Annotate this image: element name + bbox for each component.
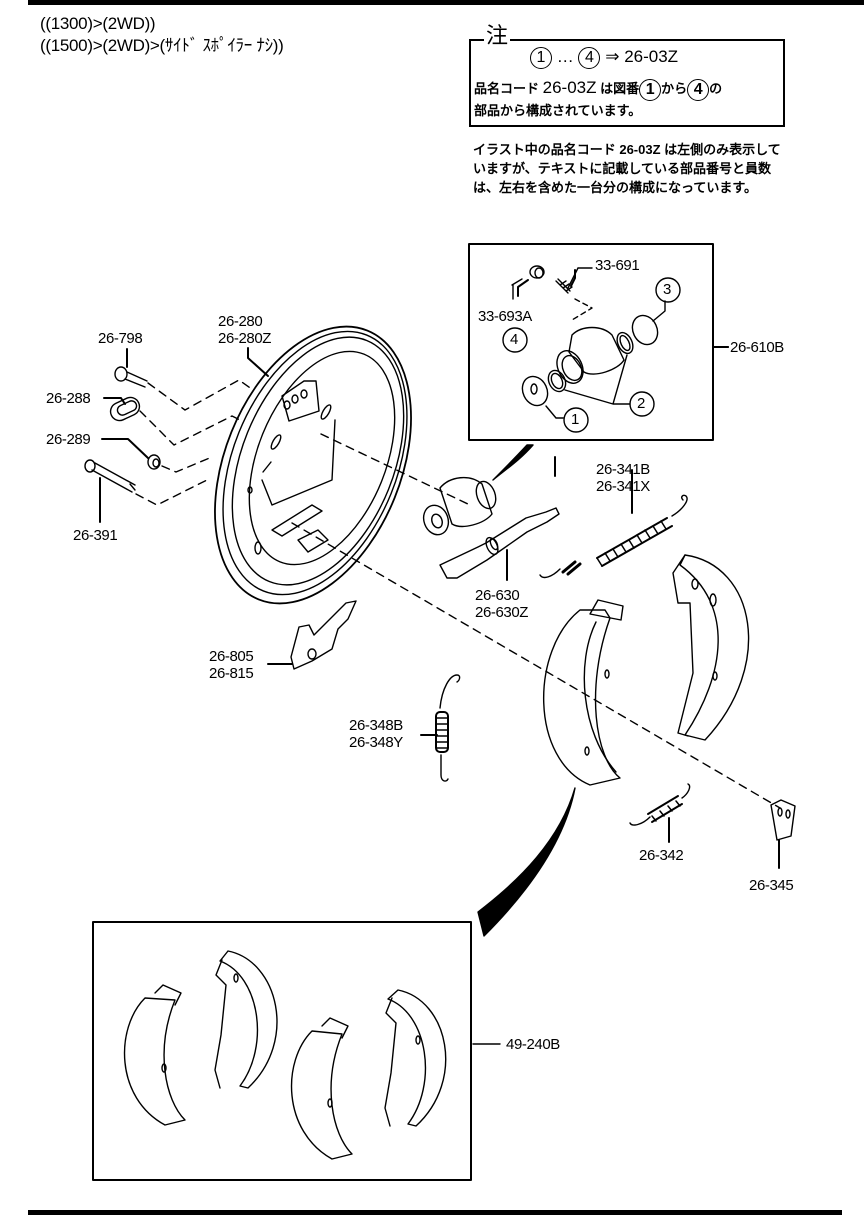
bottom-rule	[28, 1210, 842, 1215]
nut-26-289-icon	[147, 454, 161, 470]
callout-26-289: 26-289	[46, 431, 91, 448]
callout-26-610b: 26-610B	[730, 339, 784, 356]
ref-circle-2-shape	[629, 391, 655, 417]
ref-number-1: 1	[571, 411, 579, 428]
assembly-lines	[135, 379, 781, 809]
ref-circle-3-shape	[655, 277, 681, 303]
brake-shoe-kit-box	[92, 921, 472, 1181]
callout-26-280: 26-280	[218, 313, 263, 330]
brake-shoe-kit-icon	[123, 950, 447, 1160]
bolt-26-798-icon	[114, 366, 148, 388]
ref-number-2: 2	[637, 395, 645, 412]
title-line-1500: ((1500)>(2WD)>(ｻｲﾄﾞ ｽﾎﾟｲﾗｰ ﾅｼ))	[40, 36, 284, 55]
callout-26-288: 26-288	[46, 390, 91, 407]
ref-circle-4: 4	[578, 46, 601, 69]
note-footnote: イラスト中の品名コード 26-03Z は左側のみ表示していますが、テキストに記載…	[473, 142, 781, 195]
callout-26-280z: 26-280Z	[218, 330, 272, 347]
spring-26-348-icon	[435, 674, 461, 782]
callout-26-341b: 26-341B	[596, 461, 650, 478]
note-kit-formula: 1 … 4 ⇒ 26-03Z	[530, 44, 678, 70]
wheel-cylinder-inset	[468, 243, 714, 441]
note-tag: 注	[484, 24, 511, 50]
adjuster-26-630-icon	[439, 507, 560, 579]
callout-26-341x: 26-341X	[596, 478, 650, 495]
kit-code: 26-03Z	[624, 47, 679, 66]
arrow-icon: ⇒	[605, 47, 620, 66]
callout-26-348b: 26-348B	[349, 717, 403, 734]
ref-circle-1-shape	[563, 407, 589, 433]
callout-26-815: 26-815	[209, 665, 254, 682]
ref-circle-1: 1	[530, 46, 552, 69]
note-text: から	[661, 81, 688, 96]
callout-26-345: 26-345	[749, 877, 794, 894]
callout-33-691: 33-691	[595, 257, 640, 274]
ref-circle-4-shape	[502, 327, 528, 353]
callout-49-240b: 49-240B	[506, 1036, 560, 1053]
note-text: は図番	[600, 81, 640, 96]
brake-shoe-front-icon	[543, 599, 624, 786]
ref-number-3: 3	[663, 281, 671, 298]
ref-circle-4: 4	[687, 78, 710, 101]
callout-26-630z: 26-630Z	[475, 604, 529, 621]
page-title: ((1300)>(2WD)) ((1500)>(2WD)>(ｻｲﾄﾞ ｽﾎﾟｲﾗ…	[40, 13, 284, 57]
note-code: 26-03Z	[542, 78, 597, 97]
plate-26-345-icon	[770, 799, 796, 841]
callout-33-693a: 33-693A	[478, 308, 532, 325]
brake-shoe-rear-icon	[672, 554, 750, 741]
pin-26-391-icon	[84, 459, 136, 493]
ref-number-4: 4	[510, 331, 518, 348]
callout-26-630: 26-630	[475, 587, 520, 604]
inset-pointer-arrow	[492, 444, 534, 481]
spring-26-342-icon	[629, 783, 691, 826]
top-rule	[28, 0, 864, 5]
callout-26-798: 26-798	[98, 330, 143, 347]
callout-26-805: 26-805	[209, 648, 254, 665]
callout-26-348y: 26-348Y	[349, 734, 403, 751]
wheel-cylinder-exploded-icon	[511, 265, 666, 419]
leader-lines	[99, 269, 780, 1045]
note-line-3: 部品から構成されています。	[474, 103, 642, 118]
lever-26-805-icon	[290, 600, 357, 670]
title-line-1300: ((1300)>(2WD))	[40, 14, 156, 33]
note-text: 品名コード	[474, 81, 540, 96]
callout-26-391: 26-391	[73, 527, 118, 544]
wheel-cylinder-icon	[422, 477, 497, 536]
spring-26-341-icon	[539, 494, 688, 579]
note-text: の	[709, 81, 723, 96]
ref-circle-1: 1	[639, 78, 662, 101]
kit-pointer-arrow	[477, 787, 576, 937]
backing-plate-icon	[214, 325, 412, 605]
callout-26-342: 26-342	[639, 847, 684, 864]
note-box	[469, 39, 785, 127]
ellipsis: …	[556, 47, 574, 66]
